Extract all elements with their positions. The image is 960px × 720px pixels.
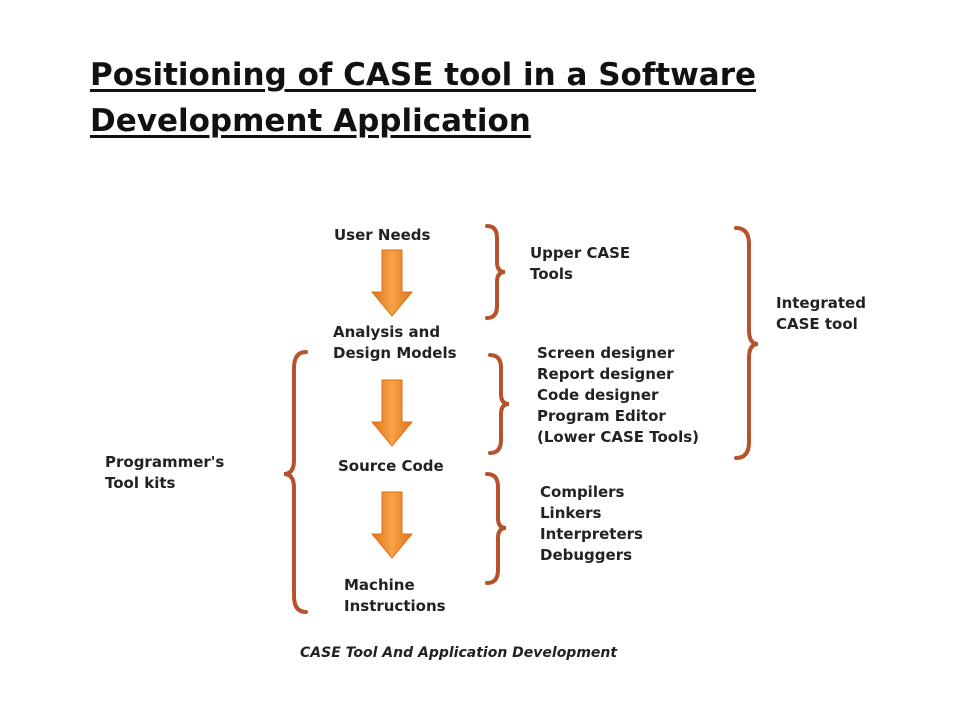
page-title: Positioning of CASE tool in a Software D… xyxy=(90,52,890,144)
arrow-analysis-to-source xyxy=(370,379,414,447)
brace-lower-case xyxy=(488,353,510,455)
list-item: (Lower CASE Tools) xyxy=(537,428,700,446)
arrow-user-to-analysis xyxy=(370,249,414,317)
diagram-caption: CASE Tool And Application Development xyxy=(300,645,618,661)
list-item: Screen designer xyxy=(537,344,675,362)
list-lower-case-tools: Screen designer Report designer Code des… xyxy=(537,343,699,448)
node-analysis-design-models: Analysis and Design Models xyxy=(333,323,457,362)
arrow-source-to-machine xyxy=(370,491,414,559)
label-programmers-toolkits: Programmer's Tool kits xyxy=(105,453,225,492)
list-item: Program Editor xyxy=(537,407,666,425)
list-item: Report designer xyxy=(537,365,674,383)
title-line-1: Positioning of CASE tool in a Software xyxy=(90,57,757,93)
node-user-needs: User Needs xyxy=(334,226,431,244)
brace-programmer-tools xyxy=(485,472,507,585)
label-integrated-case-tool: Integrated CASE tool xyxy=(776,294,866,333)
list-item: Compilers xyxy=(540,483,625,501)
node-machine-instructions: Machine Instructions xyxy=(344,576,446,615)
list-item: Linkers xyxy=(540,504,602,522)
brace-integrated-case xyxy=(734,226,759,460)
brace-programmers-toolkits xyxy=(283,350,308,614)
list-item: Code designer xyxy=(537,386,659,404)
label-upper-case-tools: Upper CASE Tools xyxy=(530,244,631,283)
title-line-2: Development Application xyxy=(90,103,531,139)
brace-upper-case xyxy=(485,224,506,320)
node-source-code: Source Code xyxy=(338,457,444,475)
list-item: Debuggers xyxy=(540,546,633,564)
list-item: Interpreters xyxy=(540,525,643,543)
list-programmer-tools: Compilers Linkers Interpreters Debuggers xyxy=(540,482,643,566)
